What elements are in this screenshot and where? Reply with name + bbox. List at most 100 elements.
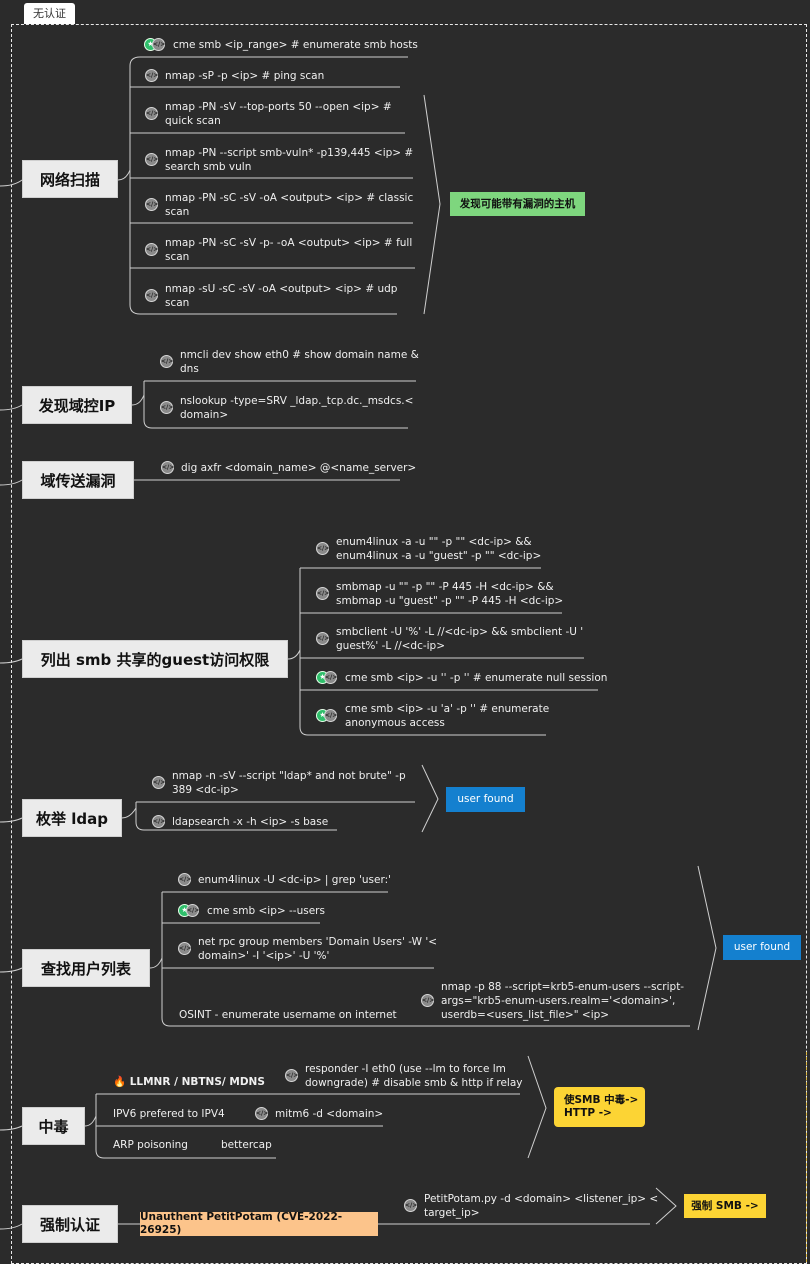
cmd-line-2: scan <box>165 297 190 309</box>
cmd-dc-0[interactable]: </> nmcli dev show eth0 # show domain na… <box>160 348 419 376</box>
topic-label: 中毒 <box>38 1117 69 1136</box>
cmd-line-1: enum4linux -a -u "" -p "" <dc-ip> && <box>336 536 532 548</box>
cmd-line-1: cme smb <ip> -u 'a' -p '' # enumerate <box>345 703 550 715</box>
topic-poisoning[interactable]: 中毒 <box>22 1107 85 1145</box>
cmd-line-1: nmcli dev show eth0 # show domain name & <box>180 349 419 361</box>
code-icon: </> <box>152 38 165 51</box>
cmd-line-2: args="krb5-enum-users.realm='<domain>', <box>441 995 676 1007</box>
cmd-ldap-0[interactable]: </> nmap -n -sV --script "ldap* and not … <box>152 769 406 797</box>
cmd-line-1: enum4linux -U <dc-ip> | grep 'user:' <box>198 874 392 886</box>
cmd-smb-2[interactable]: </> smbclient -U '%' -L //<dc-ip> && smb… <box>316 625 584 653</box>
cmd-smb-4[interactable]: ★ </> cme smb <ip> -u 'a' -p '' # enumer… <box>316 702 550 730</box>
cmd-scan-1[interactable]: </> nmap -sP -p <ip> # ping scan <box>145 69 325 83</box>
cmd-scan-3[interactable]: </> nmap -PN --script smb-vuln* -p139,44… <box>145 146 414 174</box>
code-icon: </> <box>145 69 158 82</box>
topic-smb-guest-access[interactable]: 列出 smb 共享的guest访问权限 <box>22 640 288 678</box>
cmd-line-2: scan <box>165 251 190 263</box>
cmd-line-1: net rpc group members 'Domain Users' -W … <box>198 936 438 948</box>
cmd-scan-2[interactable]: </> nmap -PN -sV --top-ports 50 --open <… <box>145 100 392 128</box>
cmd-line-1: nmap -n -sV --script "ldap* and not brut… <box>172 770 406 782</box>
cmd-line-2: dns <box>180 363 199 375</box>
cmd-line-2: anonymous access <box>345 717 445 729</box>
cmd-users-1[interactable]: ★ </> cme smb <ip> --users <box>178 904 325 918</box>
cmd-scan-0[interactable]: ★ </> cme smb <ip_range> # enumerate smb… <box>144 38 418 52</box>
cmd-zt-0[interactable]: </> dig axfr <domain_name> @<name_server… <box>161 461 417 475</box>
cmd-line-2: domain>' -I '<ip>' -U '%' <box>198 950 330 962</box>
cmd-smb-3[interactable]: ★ </> cme smb <ip> -u '' -p '' # enumera… <box>316 671 608 685</box>
cmd-osint-nmap[interactable]: </> nmap -p 88 --script=krb5-enum-users … <box>421 980 685 1022</box>
result-vulnerable-hosts[interactable]: 发现可能带有漏洞的主机 <box>450 192 585 216</box>
cmd-scan-5[interactable]: </> nmap -PN -sC -sV -p- -oA <output> <i… <box>145 236 413 264</box>
result-line-2: HTTP -> <box>564 1107 612 1119</box>
llmnr-label[interactable]: 🔥 LLMNR / NBTNS/ MDNS <box>113 1076 265 1088</box>
cmd-users-2[interactable]: </> net rpc group members 'Domain Users'… <box>178 935 438 963</box>
tab-no-auth[interactable]: 无认证 <box>24 3 75 24</box>
cmd-line-1: nmap -PN -sV --top-ports 50 --open <ip> … <box>165 101 392 113</box>
cmd-mitm6[interactable]: </> mitm6 -d <domain> <box>255 1107 383 1121</box>
code-icon: </> <box>152 776 165 789</box>
topic-label: 强制认证 <box>39 1215 100 1234</box>
cmd-responder[interactable]: </> responder -I eth0 (use --lm to force… <box>285 1062 523 1090</box>
result-poison-smb-http[interactable]: 使SMB 中毒-> HTTP -> <box>554 1087 645 1127</box>
code-icon: </> <box>161 461 174 474</box>
topic-find-user-list[interactable]: 查找用户列表 <box>22 949 150 987</box>
arp-label[interactable]: ARP poisoning <box>113 1139 188 1151</box>
cmd-line-1: nmap -p 88 --script=krb5-enum-users --sc… <box>441 981 685 993</box>
code-icon: </> <box>316 632 329 645</box>
topic-coerced-auth[interactable]: 强制认证 <box>22 1205 118 1243</box>
cmd-line-1: smbmap -u "" -p "" -P 445 -H <dc-ip> && <box>336 581 554 593</box>
ipv6-label[interactable]: IPV6 prefered to IPV4 <box>113 1108 225 1120</box>
result-user-found-ldap[interactable]: user found <box>446 787 525 812</box>
result-user-found-list[interactable]: user found <box>723 935 801 960</box>
cmd-line-1: dig axfr <domain_name> @<name_server> <box>181 462 417 474</box>
topic-enum-ldap[interactable]: 枚举 ldap <box>22 799 122 837</box>
osint-label[interactable]: OSINT - enumerate username on internet <box>179 1009 397 1021</box>
cmd-line-1: ldapsearch -x -h <ip> -s base <box>172 816 329 828</box>
bettercap-label[interactable]: bettercap <box>221 1139 272 1151</box>
cmd-line-1: nmap -sP -p <ip> # ping scan <box>165 70 325 82</box>
cmd-line-1: PetitPotam.py -d <domain> <listener_ip> … <box>424 1193 659 1205</box>
code-icon: </> <box>285 1069 298 1082</box>
cmd-line-2: smbmap -u "guest" -p "" -P 445 -H <dc-ip… <box>336 595 564 607</box>
cmd-petitpotam[interactable]: </> PetitPotam.py -d <domain> <listener_… <box>404 1192 659 1220</box>
cmd-line-1: cme smb <ip_range> # enumerate smb hosts <box>173 39 418 51</box>
code-icon: </> <box>178 942 191 955</box>
code-icon: </> <box>145 107 158 120</box>
code-icon: </> <box>178 873 191 886</box>
cmd-line-1: nmap -PN -sC -sV -oA <output> <ip> # cla… <box>165 192 414 204</box>
code-icon: </> <box>186 904 199 917</box>
cmd-line-2: quick scan <box>165 115 221 127</box>
cmd-line-1: cme smb <ip> -u '' -p '' # enumerate nul… <box>345 672 608 684</box>
cmd-smb-0[interactable]: </> enum4linux -a -u "" -p "" <dc-ip> &&… <box>316 535 541 563</box>
code-icon: </> <box>324 671 337 684</box>
cmd-line-1: nmap -sU -sC -sV -oA <output> <ip> # udp <box>165 283 398 295</box>
topic-zone-transfer[interactable]: 域传送漏洞 <box>22 461 134 499</box>
cmd-scan-6[interactable]: </> nmap -sU -sC -sV -oA <output> <ip> #… <box>145 282 398 310</box>
cmd-line-1: smbclient -U '%' -L //<dc-ip> && smbclie… <box>336 626 584 638</box>
topic-label: 发现域控IP <box>38 396 116 415</box>
adjacent-group-boundary <box>806 1052 810 1262</box>
code-icon: </> <box>316 587 329 600</box>
cmd-smb-1[interactable]: </> smbmap -u "" -p "" -P 445 -H <dc-ip>… <box>316 580 564 608</box>
code-icon: </> <box>145 289 158 302</box>
topic-network-scan[interactable]: 网络扫描 <box>22 160 118 198</box>
cmd-ldap-1[interactable]: </> ldapsearch -x -h <ip> -s base <box>152 815 329 829</box>
topic-label: 查找用户列表 <box>40 959 131 978</box>
code-icon: </> <box>255 1107 268 1120</box>
result-line-1: 使SMB 中毒-> <box>564 1094 639 1106</box>
cmd-line-2: downgrade) # disable smb & http if relay <box>305 1077 523 1089</box>
cmd-line-3: userdb=<users_list_file>" <ip> <box>441 1009 610 1021</box>
topic-find-dc-ip[interactable]: 发现域控IP <box>22 386 132 424</box>
code-icon: </> <box>145 153 158 166</box>
code-icon: </> <box>404 1199 417 1212</box>
result-coerce-smb[interactable]: 强制 SMB -> <box>684 1194 766 1218</box>
cmd-users-0[interactable]: </> enum4linux -U <dc-ip> | grep 'user:' <box>178 873 392 887</box>
petitpotam-tag[interactable]: Unauthent PetitPotam (CVE-2022-26925) <box>140 1211 378 1236</box>
cmd-line-1: nmap -PN --script smb-vuln* -p139,445 <i… <box>165 147 414 159</box>
topic-label: 列出 smb 共享的guest访问权限 <box>40 650 270 669</box>
cmd-scan-4[interactable]: </> nmap -PN -sC -sV -oA <output> <ip> #… <box>145 191 414 219</box>
cmd-line-2: search smb vuln <box>165 161 252 173</box>
cmd-line-1: nmap -PN -sC -sV -p- -oA <output> <ip> #… <box>165 237 413 249</box>
cmd-dc-1[interactable]: </> nslookup -type=SRV _ldap._tcp.dc._ms… <box>160 394 413 422</box>
